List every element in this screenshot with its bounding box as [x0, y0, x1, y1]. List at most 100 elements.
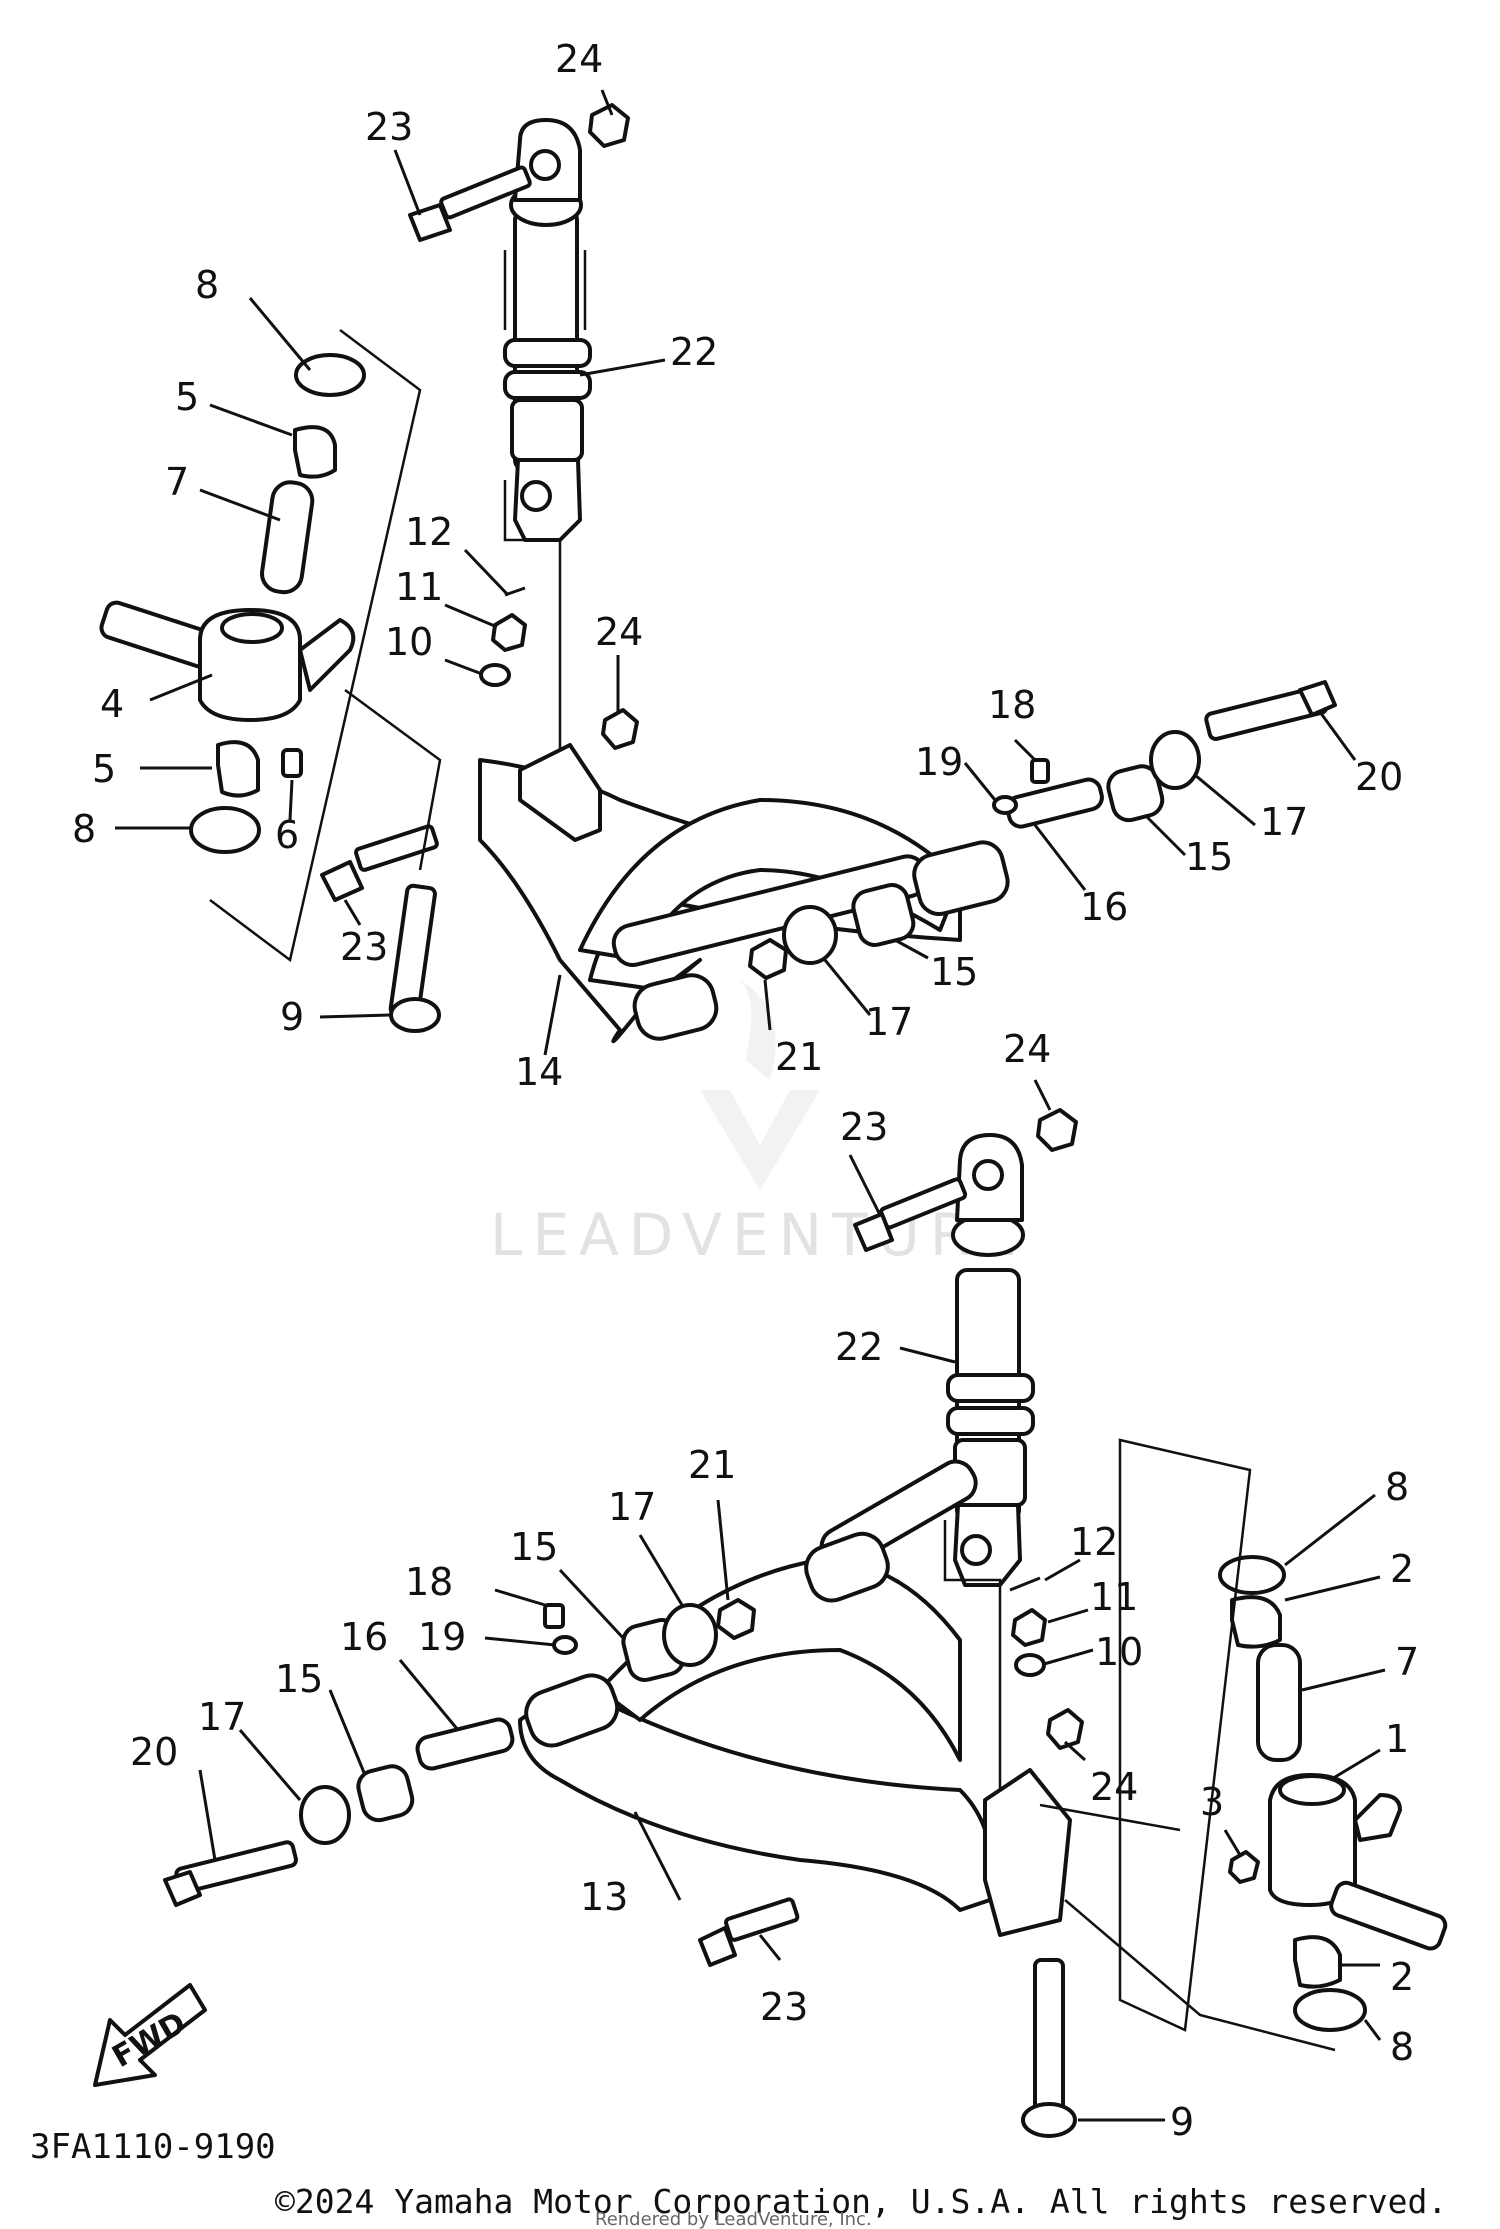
callout-bot-7: 7	[1395, 1640, 1419, 1684]
fwd-arrow: FWD	[93, 1983, 207, 2087]
callout-bot-2a: 2	[1390, 1547, 1414, 1591]
callout-top-19: 19	[915, 740, 963, 784]
top-shock-absorber	[503, 118, 592, 542]
bottom-washer-17b	[299, 1785, 351, 1845]
callout-top-9: 9	[280, 995, 304, 1039]
bottom-knuckle-bolt	[1021, 1958, 1077, 2138]
callout-bot-9: 9	[1170, 2100, 1194, 2144]
bottom-cap-upper	[1218, 1555, 1286, 1595]
callout-top-17a: 17	[1260, 800, 1308, 844]
callout-top-6: 6	[275, 813, 299, 857]
callout-bot-11: 11	[1090, 1575, 1138, 1619]
bottom-shock-nut-upper	[1036, 1108, 1078, 1152]
top-knuckle-bolt	[388, 883, 441, 1033]
callout-top-8a: 8	[195, 263, 219, 307]
callout-bot-3: 3	[1200, 1780, 1224, 1824]
callout-bot-1: 1	[1385, 1717, 1409, 1761]
callout-top-14: 14	[515, 1050, 563, 1094]
callout-bot-8a: 8	[1385, 1465, 1409, 1509]
bottom-bracket-link	[1039, 1803, 1181, 1832]
top-shock-axis-line	[503, 480, 562, 760]
callout-bot-17b: 17	[198, 1695, 246, 1739]
bottom-collar-16	[415, 1717, 515, 1771]
bottom-shock-absorber	[946, 1133, 1035, 1587]
bottom-washer-17a	[662, 1603, 718, 1667]
top-shock-nut-upper	[588, 103, 630, 148]
top-bolt-head-20	[1298, 680, 1337, 717]
callout-bot-16: 16	[340, 1615, 388, 1659]
bottom-shock-axis-line	[943, 1520, 1002, 1800]
bottom-collar-upper	[1230, 1595, 1282, 1649]
callout-bot-17a: 17	[608, 1485, 656, 1529]
top-sleeve	[260, 480, 315, 595]
callout-labels: 24 23 22 8 5 7 12 11 10 24 4 5 6 8 23 9 …	[72, 37, 1419, 2144]
callout-bot-23b: 23	[760, 1985, 808, 2029]
callout-bot-21: 21	[688, 1443, 736, 1487]
bottom-sleeve	[1256, 1643, 1302, 1762]
diagram-code: 3FA1110-9190	[30, 2127, 276, 2167]
top-bracket-left	[209, 329, 422, 963]
rendered-by-notice: Rendered by LeadVenture, Inc.	[595, 2209, 872, 2229]
callout-top-24b: 24	[595, 610, 643, 654]
top-cap-upper	[294, 353, 366, 397]
callout-bot-2b: 2	[1390, 1955, 1414, 1999]
callout-bot-8b: 8	[1390, 2025, 1414, 2069]
bottom-collar-lower	[1293, 1935, 1342, 1989]
top-nut-mid	[601, 708, 639, 750]
copyright-notice: ©2024 Yamaha Motor Corporation, U.S.A. A…	[275, 2182, 1447, 2221]
watermark-text: LEADVENTURE	[490, 1201, 1027, 1269]
bottom-shock-bolt-upper	[853, 1177, 968, 1252]
callout-top-5b: 5	[92, 747, 116, 791]
top-bushing-15b	[851, 883, 916, 947]
bottom-nut-mid	[1046, 1708, 1084, 1750]
bottom-bolt-head-20	[163, 1870, 202, 1907]
callout-top-10: 10	[385, 620, 433, 664]
bottom-grease-nipple	[1228, 1850, 1260, 1884]
callout-top-22: 22	[670, 330, 718, 374]
bottom-washer-19	[552, 1635, 578, 1655]
top-collar-lower	[216, 740, 260, 798]
callout-top-21: 21	[775, 1035, 823, 1079]
top-seal-lower	[189, 806, 261, 854]
top-collar-16	[1005, 777, 1104, 829]
bottom-cotter-pin	[1009, 1576, 1041, 1592]
callout-bot-19: 19	[418, 1615, 466, 1659]
bottom-arm-bolt	[698, 1897, 800, 1967]
top-bushing-15a	[1106, 764, 1165, 823]
top-assembly	[99, 89, 1357, 1056]
callout-bot-12: 12	[1070, 1520, 1118, 1564]
callout-bot-24a: 24	[1003, 1027, 1051, 1071]
callout-bot-15a: 15	[510, 1525, 558, 1569]
callout-top-11: 11	[395, 565, 443, 609]
callout-top-15b: 15	[930, 950, 978, 994]
callout-top-20: 20	[1355, 755, 1403, 799]
top-castle-nut	[491, 613, 527, 652]
top-washer	[479, 663, 511, 687]
top-bracket-mid	[344, 688, 442, 871]
callout-bot-18: 18	[405, 1560, 453, 1604]
callout-bot-24b: 24	[1090, 1765, 1138, 1809]
top-nipple-18	[1030, 758, 1050, 784]
top-collar-upper	[293, 425, 337, 479]
callout-bot-13: 13	[580, 1875, 628, 1919]
callout-top-7: 7	[165, 460, 189, 504]
top-nut-21	[748, 938, 788, 980]
callout-top-5a: 5	[175, 375, 199, 419]
bottom-washer	[1014, 1653, 1046, 1677]
bottom-nut-21	[716, 1598, 756, 1640]
callout-top-15a: 15	[1185, 835, 1233, 879]
callout-bot-22: 22	[835, 1325, 883, 1369]
callout-bot-15b: 15	[275, 1657, 323, 1701]
callout-top-12: 12	[405, 510, 453, 554]
callout-top-17b: 17	[865, 1000, 913, 1044]
bottom-bushing-15b	[356, 1764, 415, 1823]
callout-top-23b: 23	[340, 925, 388, 969]
callout-bot-23a: 23	[840, 1105, 888, 1149]
callout-bot-10: 10	[1095, 1630, 1143, 1674]
callout-top-24a: 24	[555, 37, 603, 81]
callout-top-18: 18	[988, 683, 1036, 727]
bottom-assembly	[163, 1079, 1448, 2138]
top-steering-knuckle	[99, 600, 356, 722]
callout-bot-20: 20	[130, 1730, 178, 1774]
